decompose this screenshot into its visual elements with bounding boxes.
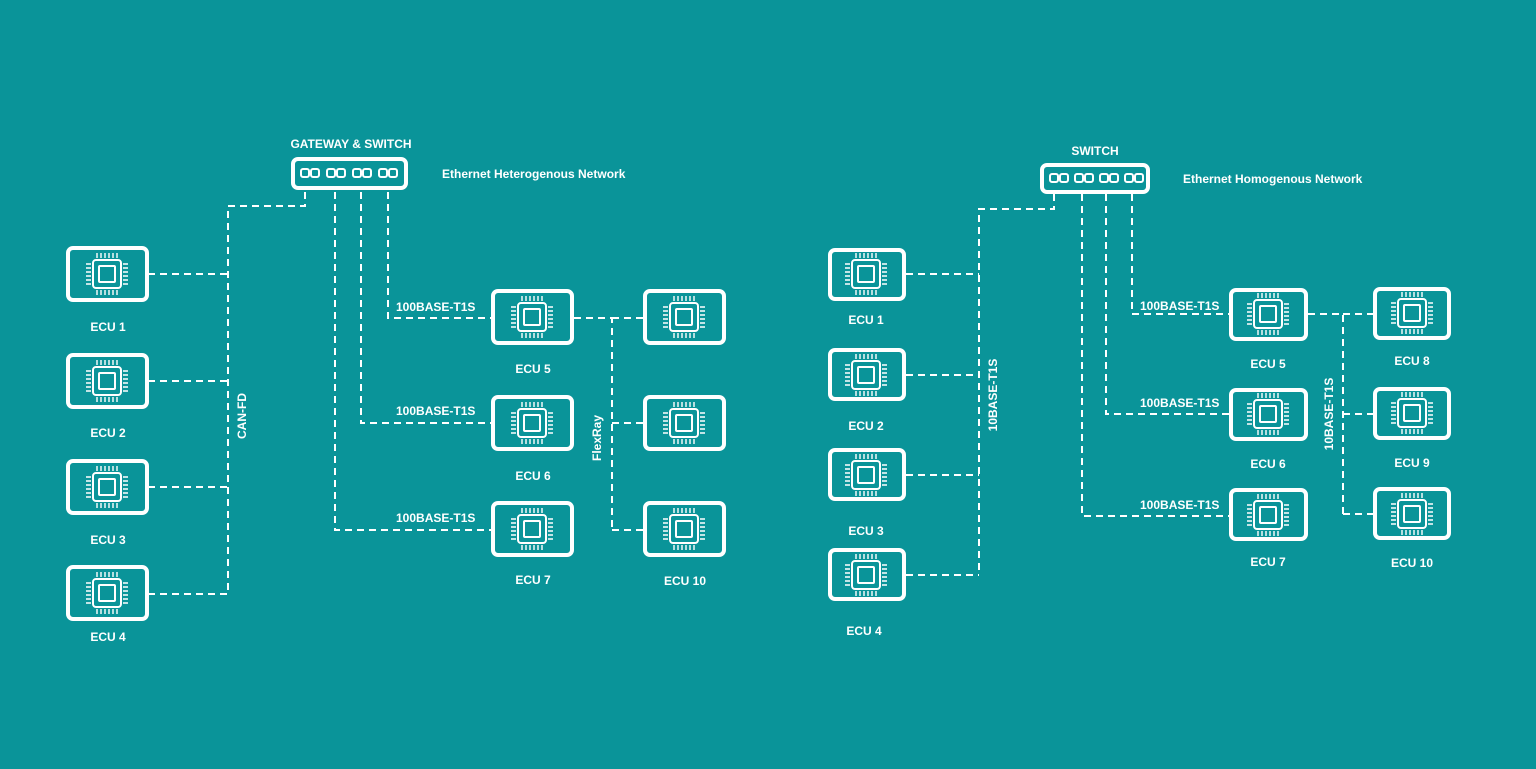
switch-ports <box>300 168 398 178</box>
can-fd-bus <box>227 192 306 594</box>
ecu-node: ECU 3 <box>828 448 906 538</box>
microchip-icon <box>510 295 554 339</box>
ecu-label: ECU 1 <box>90 320 126 334</box>
network-switch-icon <box>1040 163 1150 194</box>
ecu-node: ECU 10 <box>1373 487 1451 570</box>
link-label: 100BASE-T1S <box>396 404 475 418</box>
ecu-node <box>643 395 726 451</box>
gateway-switch: GATEWAY & SWITCH <box>290 137 412 190</box>
ecu-node: ECU 6 <box>491 395 574 483</box>
ecu-label: ECU 10 <box>664 574 706 588</box>
ecu-label: ECU 7 <box>1250 555 1286 569</box>
ecu-label: ECU 5 <box>1250 357 1286 371</box>
microchip-icon <box>1390 492 1434 536</box>
ecu6-link <box>1105 194 1230 415</box>
microchip-icon <box>510 507 554 551</box>
ecu-node: ECU 1 <box>66 246 149 334</box>
ecu-node: ECU 9 <box>1373 387 1451 470</box>
ecu-node: ECU 7 <box>491 501 574 587</box>
ecu-node: ECU 10 <box>643 501 726 588</box>
microchip-icon <box>844 353 888 397</box>
microchip-icon <box>662 295 706 339</box>
link-label: 100BASE-T1S <box>1140 498 1219 512</box>
ecu-label: ECU 6 <box>1250 457 1286 471</box>
microchip-icon <box>662 401 706 445</box>
ecu7-link <box>334 192 492 531</box>
ecu-label: ECU 6 <box>515 469 551 483</box>
ecu-node: ECU 5 <box>1229 288 1308 371</box>
flexray-label: FlexRay <box>590 415 604 461</box>
ecu-node <box>643 289 726 345</box>
ecu-label: ECU 10 <box>1391 556 1433 570</box>
ecu-node: ECU 5 <box>491 289 574 376</box>
microchip-icon <box>1246 493 1290 537</box>
microchip-icon <box>1390 291 1434 335</box>
ecu-label: ECU 3 <box>848 524 884 538</box>
ecu-label: ECU 4 <box>846 624 882 638</box>
ecu-label: ECU 5 <box>515 362 551 376</box>
switch-ports <box>1049 173 1144 183</box>
ecu-label: ECU 9 <box>1394 456 1430 470</box>
link-label: 100BASE-T1S <box>1140 396 1219 410</box>
ecu5-link <box>387 192 492 319</box>
ecu-node: ECU 2 <box>828 348 906 433</box>
ecu-label: ECU 3 <box>90 533 126 547</box>
ecu-label: ECU 7 <box>515 573 551 587</box>
gateway-switch-label: GATEWAY & SWITCH <box>290 137 411 151</box>
ecu-node: ECU 6 <box>1229 388 1308 471</box>
link-label: 100BASE-T1S <box>396 511 475 525</box>
homogeneous-connections <box>906 194 1374 576</box>
microchip-icon <box>85 252 129 296</box>
ecu-label: ECU 8 <box>1394 354 1430 368</box>
ecu7-link <box>1081 194 1230 517</box>
heterogeneous-network: GATEWAY & SWITCH Ethernet Heterogenous N… <box>66 137 726 644</box>
ecu6-link <box>360 192 492 424</box>
ecu-node: ECU 2 <box>66 353 149 440</box>
network-switch: SWITCH <box>1040 144 1150 194</box>
ecu-node: ECU 8 <box>1373 287 1451 368</box>
microchip-icon <box>662 507 706 551</box>
ecu5-link <box>1131 194 1230 315</box>
ecu-label: ECU 4 <box>90 630 126 644</box>
ecu-label: ECU 2 <box>848 419 884 433</box>
ecu-node: ECU 4 <box>828 548 906 638</box>
microchip-icon <box>1390 391 1434 435</box>
can-fd-label: CAN-FD <box>235 393 249 439</box>
microchip-icon <box>844 252 888 296</box>
heterogeneous-network-title: Ethernet Heterogenous Network <box>442 167 626 181</box>
homogeneous-network-title: Ethernet Homogenous Network <box>1183 172 1363 186</box>
microchip-icon <box>1246 392 1290 436</box>
right-10base-bus <box>1308 313 1344 514</box>
microchip-icon <box>85 571 129 615</box>
ecu-node: ECU 4 <box>66 565 149 644</box>
microchip-icon <box>844 453 888 497</box>
microchip-icon <box>844 553 888 597</box>
microchip-icon <box>85 359 129 403</box>
ecu-node: ECU 3 <box>66 459 149 547</box>
ecu-label: ECU 1 <box>848 313 884 327</box>
link-label: 100BASE-T1S <box>1140 299 1219 313</box>
left-bus-label: 10BASE-T1S <box>986 359 1000 432</box>
homogeneous-network: SWITCH Ethernet Homogenous Network ECU 1… <box>828 144 1451 638</box>
heterogeneous-connections <box>148 192 644 595</box>
switch-label: SWITCH <box>1071 144 1118 158</box>
ecu-node: ECU 7 <box>1229 488 1308 569</box>
ecu-label: ECU 2 <box>90 426 126 440</box>
microchip-icon <box>1246 292 1290 336</box>
ecu-node: ECU 1 <box>828 248 906 327</box>
left-10base-bus <box>978 194 1055 575</box>
network-switch-icon <box>291 157 408 190</box>
microchip-icon <box>510 401 554 445</box>
microchip-icon <box>85 465 129 509</box>
right-bus-label: 10BASE-T1S <box>1322 378 1336 451</box>
link-label: 100BASE-T1S <box>396 300 475 314</box>
